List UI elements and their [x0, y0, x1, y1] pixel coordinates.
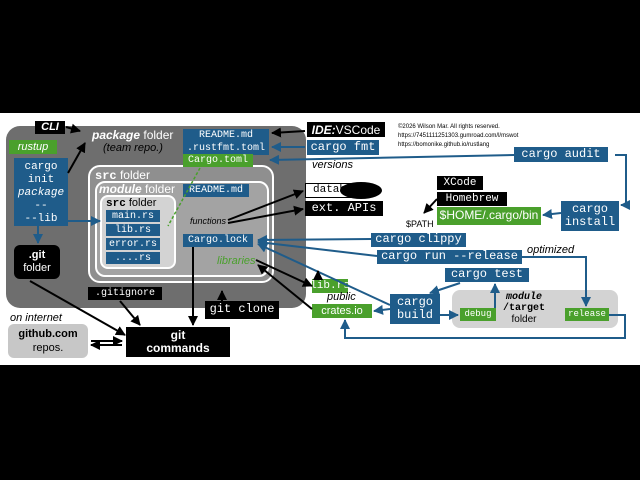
url-gumroad: https://7451111251303.gumroad.com/l/mswo… [398, 133, 519, 139]
cargo-init-line1: cargo [24, 161, 58, 173]
cargo-build-line2: build [396, 308, 433, 322]
arrow-install-bin [542, 209, 562, 219]
arrow-functions-db [227, 189, 304, 221]
arrow-clippy [257, 234, 372, 245]
cargo-clippy[interactable]: cargo clippy [371, 233, 466, 247]
homebrew[interactable]: Homebrew [437, 192, 507, 206]
rustfmt-toml[interactable]: .rustfmt.toml [183, 142, 269, 155]
public-label: public [327, 291, 356, 303]
xcode[interactable]: XCode [437, 176, 483, 190]
cargo-install-line2: install [564, 215, 616, 229]
rustup-label[interactable]: rustup [9, 140, 57, 154]
ide-vscode[interactable]: IDE: VSCode [307, 122, 385, 137]
cargo-test[interactable]: cargo test [445, 268, 529, 282]
cargo-lock[interactable]: Cargo.lock [183, 234, 253, 247]
arrow-audit-right [615, 154, 630, 210]
arrow-init-package [67, 142, 86, 174]
cargo-run-release[interactable]: cargo run --release [377, 250, 522, 264]
arrow-test-build [429, 282, 461, 295]
diagram-panel: package folder (team repo.) src folder m… [0, 113, 640, 365]
arrow-brew [423, 198, 438, 214]
package-folder-sub: (team repo.) [103, 142, 163, 154]
target-line2: /target [503, 303, 546, 314]
copyright: ©2026 Wilson Mar. All rights reserved. [398, 124, 500, 130]
git-commands-line1: git [170, 328, 186, 342]
github-line1: github.com [18, 328, 78, 340]
git-clone[interactable]: git clone [205, 301, 279, 319]
readme-top[interactable]: README.md [183, 129, 269, 142]
arrow-build-crates [373, 304, 391, 315]
libraries-label: libraries [217, 255, 256, 267]
path-label: $PATH [406, 219, 434, 229]
src-folder-inner-label: src folder [106, 197, 157, 210]
arrow-functions-apis [227, 205, 304, 224]
cargo-install-line1: cargo [571, 202, 608, 216]
connector-arrows [29, 123, 630, 350]
cargo-build-line1: cargo [396, 295, 433, 309]
arrow-libs [255, 259, 313, 287]
file-error-rs[interactable]: error.rs [106, 238, 160, 250]
cargo-init-line4: -- [34, 200, 48, 212]
arrow-cli [65, 123, 81, 134]
github-box[interactable]: github.com repos. [8, 324, 88, 358]
module-folder-label: module folder [99, 182, 176, 196]
target-release[interactable]: release [565, 308, 609, 321]
cli-label: CLI [35, 121, 65, 134]
arrow-run [257, 238, 378, 257]
package-folder-label: package folder [92, 128, 174, 142]
versions-label: versions [312, 159, 353, 171]
ext-apis[interactable]: ext. APIs [305, 201, 383, 216]
cargo-build[interactable]: cargo build [390, 294, 440, 324]
arrow-gitignore [119, 300, 141, 326]
cargo-audit[interactable]: cargo audit [514, 147, 608, 162]
cargo-bin[interactable]: $HOME/.cargo/bin [437, 207, 541, 225]
file-main-rs[interactable]: main.rs [106, 210, 160, 222]
git-commands-line2: commands [146, 341, 210, 355]
arrow-toml-lib [167, 167, 201, 227]
target-line1: module [506, 292, 543, 303]
src-folder-outer-label: src folder [95, 168, 150, 183]
optimized-label: optimized [527, 244, 575, 256]
url-github-pages: https://bomonike.github.io/rustlang [398, 142, 490, 148]
github-line2: repos. [32, 342, 64, 354]
git-commands[interactable]: git commands [126, 327, 230, 357]
git-folder-line2: folder [23, 262, 51, 274]
file-lib-rs[interactable]: lib.rs [106, 224, 160, 236]
arrow-audit [269, 154, 515, 165]
git-folder: .git folder [14, 245, 60, 279]
arrow-crates-libs [257, 264, 313, 310]
file-misc-rs[interactable]: ....rs [106, 252, 160, 264]
cargo-toml[interactable]: Cargo.toml [183, 154, 253, 167]
functions-label: functions [190, 216, 227, 226]
readme-module[interactable]: README.md [183, 184, 249, 197]
databases-cylinder [340, 182, 382, 199]
git-folder-line1: .git [28, 249, 46, 261]
cargo-init-line3: package [17, 187, 65, 199]
target-folder-label: module /target folder [503, 292, 545, 325]
target-debug[interactable]: debug [460, 308, 496, 321]
crates-io[interactable]: crates.io [312, 304, 372, 318]
arrow-build-lock [257, 243, 391, 306]
cargo-init-line2: init [27, 174, 55, 186]
arrow-ide [271, 127, 306, 138]
gitignore[interactable]: .gitignore [88, 287, 162, 300]
cargo-install[interactable]: cargo install [561, 201, 619, 231]
databases-label: databases [313, 184, 373, 196]
arrow-run-release [522, 256, 591, 307]
cargo-fmt[interactable]: cargo fmt [307, 140, 379, 155]
cargo-init-box[interactable]: cargo init package -- --lib [14, 158, 68, 226]
cargo-init-line5: --lib [24, 213, 58, 225]
arrow-git-folder [29, 280, 126, 336]
on-internet-label: on internet [10, 312, 62, 324]
target-line3: folder [511, 314, 537, 325]
arrow-release-loop [340, 314, 626, 339]
